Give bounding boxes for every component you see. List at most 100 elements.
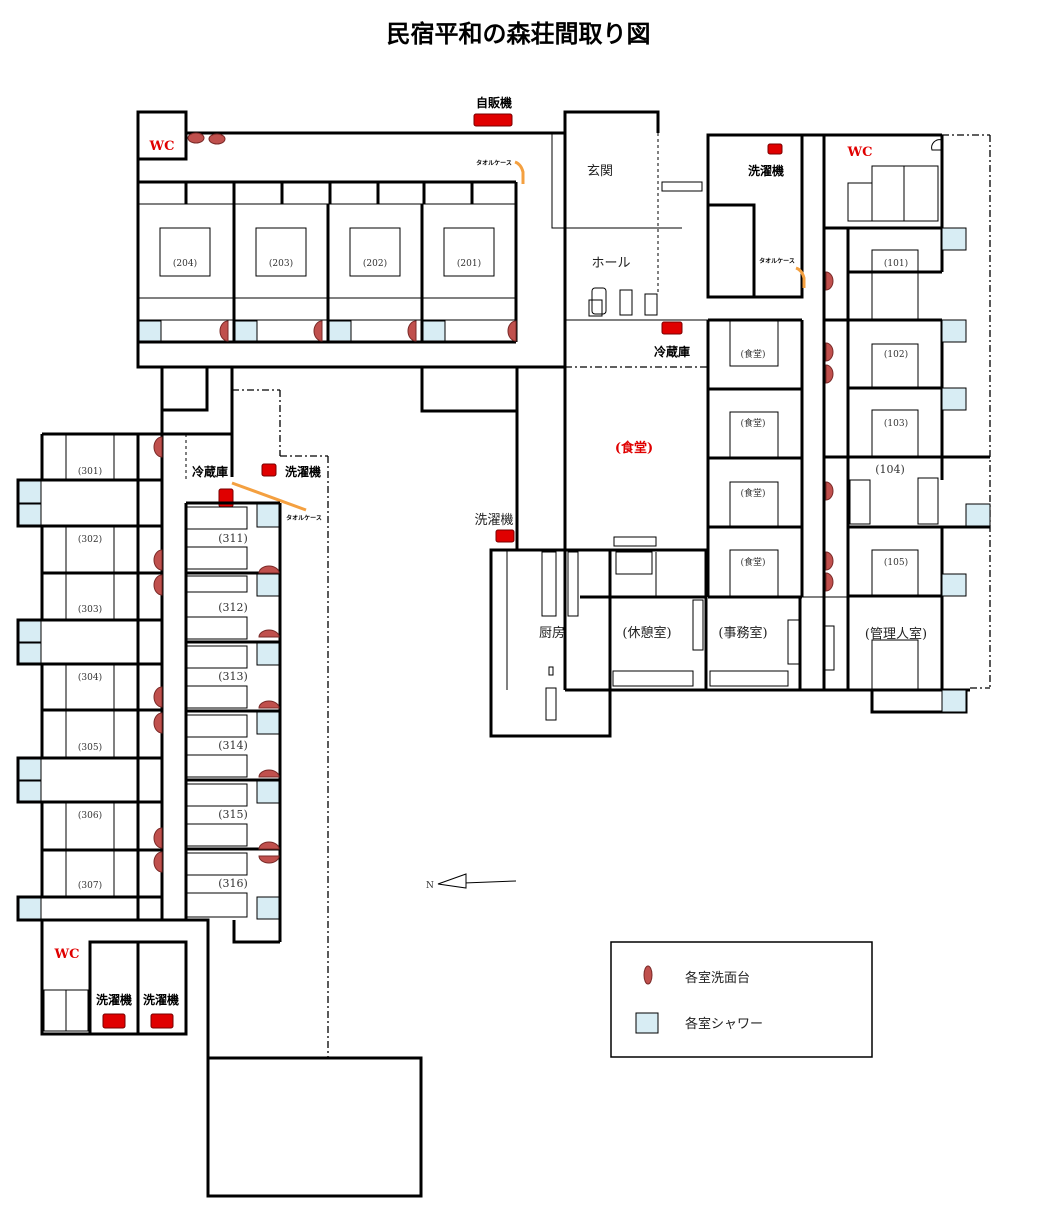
room-306-label: (306) [78, 810, 102, 821]
room-204-label: (204) [173, 258, 197, 269]
room-101-label: (101) [884, 258, 908, 269]
break-room-label: (休憩室) [622, 625, 671, 641]
manager-room-label: (管理人室) [865, 626, 927, 642]
laundry-label-kitchen: 洗濯機 [474, 513, 513, 528]
room-202-label: (202) [363, 258, 387, 269]
room-312-label: (312) [218, 601, 248, 614]
small-dining-label: (食堂) [740, 487, 765, 499]
legend-sink-label: 各室洗面台 [685, 970, 750, 986]
kitchen-office-area [489, 548, 848, 738]
sink-icon [825, 481, 834, 501]
sink-icon [258, 565, 280, 574]
sink-icon [258, 769, 280, 778]
wc-label-right: WC [847, 145, 873, 160]
room-102-label: (102) [884, 349, 908, 360]
room-203-label: (203) [269, 258, 293, 269]
sink-icon [187, 132, 205, 144]
room-105-label: (105) [884, 557, 908, 568]
sink-icon [407, 320, 417, 342]
wing-300 [16, 432, 232, 922]
sink-icon [219, 320, 229, 342]
room-314-label: (314) [218, 739, 248, 752]
towel-case-icon [795, 266, 806, 288]
page-title: 民宿平和の森荘間取り図 [386, 19, 651, 48]
legend [610, 941, 873, 1058]
wc-label-bottom: WC [54, 947, 80, 962]
washing-machine-icon [261, 463, 277, 477]
room-304-label: (304) [78, 672, 102, 683]
sink-icon [313, 320, 323, 342]
small-dining-label: (食堂) [740, 348, 765, 360]
sink-icon [825, 271, 834, 291]
towel-case-icon [514, 160, 525, 184]
washing-machine-icon [150, 1013, 174, 1029]
room-305-label: (305) [78, 742, 102, 753]
washing-machine-icon [495, 529, 515, 543]
north-label: N [426, 881, 434, 891]
north-arrow-icon [437, 873, 517, 889]
room-311-label: (311) [218, 532, 248, 545]
wing-100 [822, 226, 991, 714]
sink-icon [643, 965, 653, 985]
sink-icon [208, 133, 226, 145]
sink-icon [825, 364, 834, 384]
legend-shower-label: 各室シャワー [685, 1016, 763, 1032]
small-dining-label: (食堂) [740, 417, 765, 429]
sink-icon [153, 686, 163, 708]
sink-icon [258, 700, 280, 709]
sink-icon [825, 342, 834, 362]
sink-icon [153, 549, 163, 571]
laundry-label-right: 洗濯機 [748, 163, 784, 178]
towel-case-label-upper: タオルケース [476, 159, 512, 167]
vending-machine-icon [473, 113, 513, 127]
room-315-label: (315) [218, 808, 248, 821]
office-label: (事務室) [718, 625, 767, 641]
sink-icon [153, 851, 163, 873]
annex-building [206, 1056, 423, 1198]
laundry-label-bottom-2: 洗濯機 [143, 992, 179, 1007]
bottom-wc-laundry [40, 920, 188, 1036]
sink-icon [258, 841, 280, 850]
hall-label: ホール [591, 256, 630, 271]
entrance-area [551, 110, 708, 367]
sink-icon [153, 712, 163, 734]
fridge-label-center: 冷蔵庫 [654, 344, 690, 359]
room-103-label: (103) [884, 418, 908, 429]
sink-icon [825, 551, 834, 571]
wc-label-upper: WC [149, 139, 175, 154]
room-301-label: (301) [78, 466, 102, 477]
wing-200 [136, 110, 567, 413]
sink-icon [153, 827, 163, 849]
wing-310 [162, 501, 282, 1058]
washing-machine-icon [767, 143, 783, 155]
dining-area [515, 318, 804, 599]
towel-case-label-right: タオルケース [759, 257, 795, 265]
small-dining-label: (食堂) [740, 556, 765, 568]
laundry-label-bottom-1: 洗濯機 [96, 992, 132, 1007]
washing-machine-icon [102, 1013, 126, 1029]
room-307-label: (307) [78, 880, 102, 891]
laundry-wc-block [706, 133, 991, 689]
entrance-label: 玄関 [587, 164, 613, 179]
main-dining-label: (食堂) [615, 440, 653, 456]
kitchen-label: 厨房 [539, 625, 565, 641]
room-302-label: (302) [78, 534, 102, 545]
sink-icon [153, 574, 163, 596]
room-316-label: (316) [218, 877, 248, 890]
sink-icon [825, 572, 834, 592]
towel-case-icon [231, 481, 307, 512]
sink-icon [507, 320, 517, 342]
sink-icon [258, 629, 280, 638]
sink-icon [153, 436, 163, 458]
room-104-label: (104) [875, 463, 905, 476]
fridge-icon [661, 321, 683, 335]
room-201-label: (201) [457, 258, 481, 269]
vending-label: 自販機 [476, 95, 512, 110]
sink-icon [258, 855, 280, 864]
shower-icon [635, 1012, 659, 1034]
fridge-label-left: 冷蔵庫 [192, 464, 228, 479]
towel-case-label-left: タオルケース [286, 514, 322, 522]
room-303-label: (303) [78, 604, 102, 615]
laundry-label-corridor: 洗濯機 [285, 464, 321, 479]
